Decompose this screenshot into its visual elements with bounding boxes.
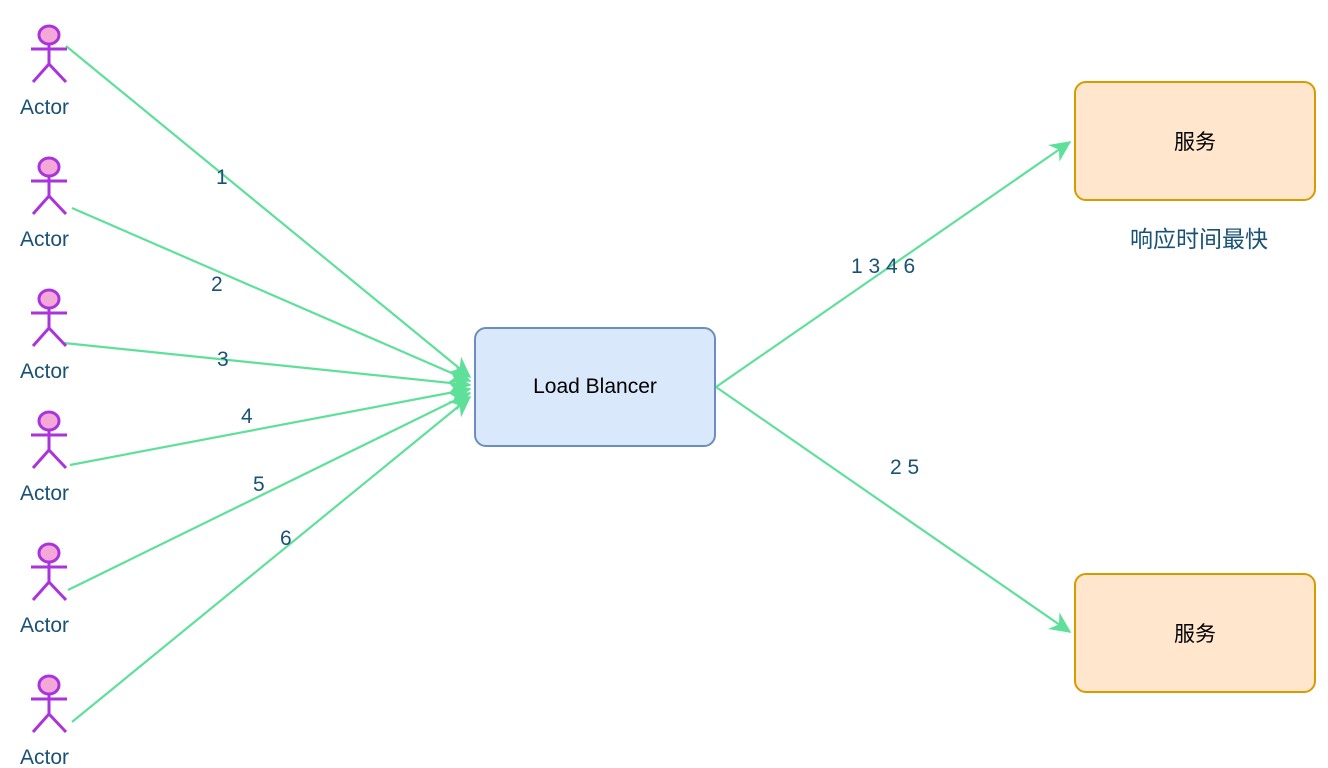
edge-label-inbound-6: 6 [280, 527, 292, 550]
actor-2-label: Actor [20, 228, 70, 251]
node-load-balancer-label: Load Blancer [533, 375, 657, 398]
caption-fastest-response-time: 响应时间最快 [1130, 226, 1268, 252]
actor-stick-figure-icon [31, 674, 68, 734]
actor-6-label: Actor [20, 746, 70, 768]
actor-stick-figure-icon [31, 542, 68, 602]
outbound-edge-group [715, 141, 1072, 633]
actor-6[interactable]: Actor [20, 674, 116, 768]
node-service-top[interactable]: 服务 [1074, 81, 1316, 201]
edge-label-inbound-4: 4 [241, 405, 253, 428]
edge-actor5-to-load-balancer [67, 392, 472, 591]
edge-actor1-to-load-balancer [65, 45, 472, 378]
edge-label-outbound-1: 1 3 4 6 [851, 255, 916, 278]
actor-4-label: Actor [20, 482, 70, 505]
edge-label-inbound-3: 3 [217, 348, 229, 371]
edge-label-inbound-1: 1 [216, 166, 228, 189]
edge-label-inbound-5: 5 [253, 473, 265, 496]
node-service-bottom[interactable]: 服务 [1074, 573, 1316, 693]
actor-3-label: Actor [20, 360, 70, 383]
actor-5-label: Actor [20, 614, 70, 637]
edge-actor3-to-load-balancer [63, 341, 472, 394]
actor-stick-figure-icon [31, 156, 68, 216]
edge-label-inbound-2: 2 [211, 273, 223, 296]
inbound-edge-group [63, 45, 472, 723]
edge-load-balancer-to-service-bottom [715, 386, 1072, 633]
actor-1-label: Actor [20, 96, 70, 119]
actor-3[interactable]: Actor [20, 288, 116, 383]
edge-actor2-to-load-balancer [71, 206, 472, 383]
node-service-bottom-label: 服务 [1174, 623, 1216, 646]
actor-stick-figure-icon [31, 410, 68, 470]
actor-5[interactable]: Actor [20, 542, 116, 637]
node-load-balancer[interactable]: Load Blancer [474, 327, 716, 447]
edge-actor4-to-load-balancer [69, 382, 472, 467]
edge-actor6-to-load-balancer [71, 396, 472, 723]
edge-label-outbound-2: 2 5 [890, 456, 920, 479]
node-service-top-label: 服务 [1174, 131, 1216, 154]
actor-2[interactable]: Actor [20, 156, 116, 251]
actor-4[interactable]: Actor [20, 410, 116, 505]
actor-stick-figure-icon [31, 288, 68, 348]
actor-1[interactable]: Actor [20, 24, 116, 119]
actor-stick-figure-icon [31, 24, 68, 84]
